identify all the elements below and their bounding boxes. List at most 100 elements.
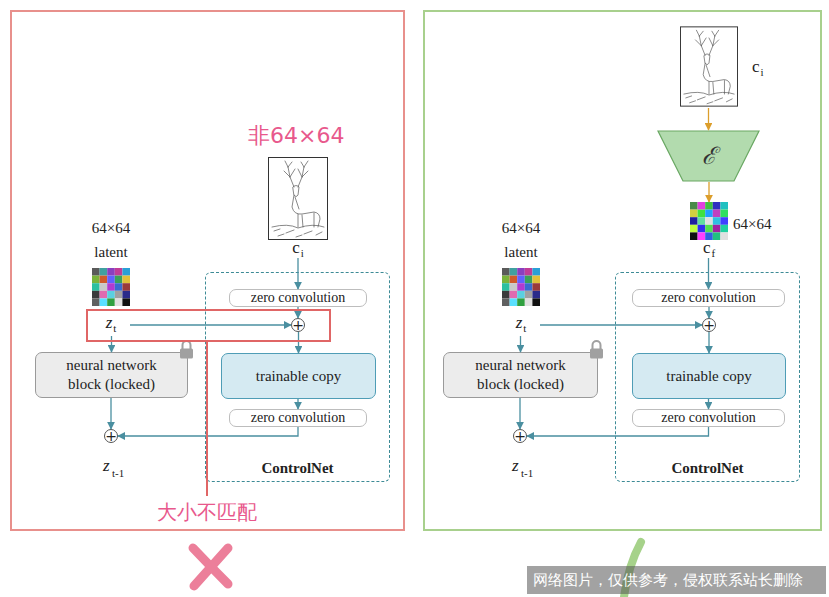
connector-arrow bbox=[297, 399, 298, 409]
trapezoid-shape bbox=[658, 131, 759, 181]
node-text: trainable copy bbox=[666, 368, 751, 384]
connector-arrow bbox=[520, 336, 521, 352]
text-holder: ci bbox=[268, 238, 328, 258]
feature-pixels bbox=[690, 202, 728, 240]
connector-arrow bbox=[708, 258, 709, 289]
controlnet-group: ControlNet zero convolution + trainable cop… bbox=[615, 272, 800, 482]
text-holder: ControlNet bbox=[616, 459, 799, 477]
node-text: c bbox=[703, 238, 711, 257]
connector-arrow bbox=[118, 427, 298, 436]
locked-block: neural network block (locked) bbox=[443, 352, 598, 398]
text-holder: 64×64 latent bbox=[81, 216, 141, 264]
text-holder: ℰ bbox=[702, 138, 716, 171]
cross-mark bbox=[193, 548, 228, 586]
trainable-copy-box: trainable copy bbox=[632, 353, 786, 399]
connector-arrow bbox=[708, 182, 709, 202]
sketch-image bbox=[269, 158, 328, 240]
node-text: z bbox=[106, 313, 113, 332]
subscript-text: i bbox=[301, 247, 304, 259]
node-text: 64×64 bbox=[733, 216, 771, 232]
latent-grid: 64×64 latentzt bbox=[92, 268, 130, 336]
connector-arrow bbox=[297, 307, 298, 318]
connector-arrow bbox=[519, 398, 520, 429]
node-text: c bbox=[292, 238, 300, 257]
connector-arrow bbox=[297, 258, 298, 289]
text-holder: trainable copy bbox=[256, 368, 341, 385]
text-holder: trainable copy bbox=[666, 368, 751, 385]
latent-grid: 64×64cf bbox=[690, 202, 728, 258]
node-text: c bbox=[752, 57, 760, 76]
text-holder: zero convolution bbox=[661, 410, 755, 426]
text-holder: 64×64 bbox=[733, 212, 771, 236]
node-text: + bbox=[514, 428, 526, 444]
sum-node: + bbox=[291, 318, 305, 332]
connector-arrow bbox=[130, 324, 291, 325]
node-text: zero convolution bbox=[661, 410, 755, 425]
text-holder: ci bbox=[752, 57, 764, 77]
text-holder: neural network block (locked) bbox=[50, 356, 173, 394]
connector-arrow bbox=[110, 398, 111, 429]
lock-icon bbox=[180, 341, 193, 359]
subscript-text: t-1 bbox=[112, 468, 124, 479]
node-text: zero convolution bbox=[251, 410, 345, 425]
variable-text: z bbox=[103, 457, 110, 474]
zero-conv-box: zero convolution bbox=[632, 409, 785, 427]
connector-arrow bbox=[540, 324, 702, 325]
text-holder: zero convolution bbox=[661, 290, 755, 306]
annotation-text: 非64×64 bbox=[248, 121, 344, 151]
sketch-image bbox=[680, 27, 737, 106]
node-text: neural network block (locked) bbox=[66, 357, 156, 392]
text-holder: + bbox=[514, 429, 526, 443]
condition-image: ci bbox=[680, 25, 738, 108]
latent-pixels bbox=[92, 268, 130, 306]
text-holder: 64×64 latent bbox=[491, 216, 551, 264]
variable-text: z bbox=[512, 457, 519, 474]
right-panel bbox=[424, 11, 821, 530]
latent-grid: 64×64 latentzt bbox=[502, 268, 540, 336]
controlnet-group: ControlNet zero convolution + trainable cop… bbox=[205, 272, 390, 482]
text-holder: zt bbox=[502, 313, 540, 333]
connector-arrow bbox=[111, 336, 112, 352]
wrong-panel bbox=[11, 11, 404, 530]
node-text: trainable copy bbox=[256, 368, 341, 384]
subscript-text: t-1 bbox=[521, 468, 533, 479]
condition-image: ci bbox=[268, 157, 328, 258]
node-text: ControlNet bbox=[671, 460, 743, 476]
sum-node: + bbox=[513, 429, 527, 443]
text-holder: neural network block (locked) bbox=[458, 356, 583, 394]
connector-arrow bbox=[527, 427, 709, 436]
connector-arrow bbox=[708, 399, 709, 409]
text-holder: ControlNet bbox=[206, 459, 389, 477]
lock-icon bbox=[590, 341, 603, 359]
zero-conv-box: zero convolution bbox=[229, 409, 367, 427]
subscript-text: f bbox=[711, 247, 715, 259]
text-holder: zero convolution bbox=[251, 290, 345, 306]
text-holder: cf bbox=[690, 238, 728, 258]
annotation-text: 大小不匹配 bbox=[157, 499, 257, 526]
text-holder: + bbox=[703, 318, 715, 332]
leader-line bbox=[206, 341, 208, 496]
text-holder: zero convolution bbox=[251, 410, 345, 426]
connector-arrow bbox=[298, 332, 299, 353]
locked-block: neural network block (locked) bbox=[35, 352, 188, 398]
text-holder: + bbox=[292, 318, 304, 332]
text-holder: zt bbox=[92, 313, 130, 333]
connector-arrow bbox=[708, 332, 709, 353]
mismatch-highlight bbox=[87, 310, 330, 341]
latent-pixels bbox=[502, 268, 540, 306]
zero-conv-box: zero convolution bbox=[229, 289, 367, 307]
node-text: ℰ bbox=[702, 143, 716, 169]
text-holder: + bbox=[105, 429, 117, 443]
subscript-text: i bbox=[761, 66, 764, 78]
node-text: neural network block (locked) bbox=[475, 357, 565, 392]
encoder-trapezoid: ℰ bbox=[657, 130, 760, 182]
node-text: zero convolution bbox=[661, 290, 755, 305]
node-text: 64×64 latent bbox=[502, 220, 540, 260]
node-text: zero convolution bbox=[251, 290, 345, 305]
subscript-text: t bbox=[113, 322, 116, 334]
sum-node: + bbox=[702, 318, 716, 332]
watermark: 网络图片，仅供参考，侵权联系站长删除 bbox=[527, 566, 826, 594]
